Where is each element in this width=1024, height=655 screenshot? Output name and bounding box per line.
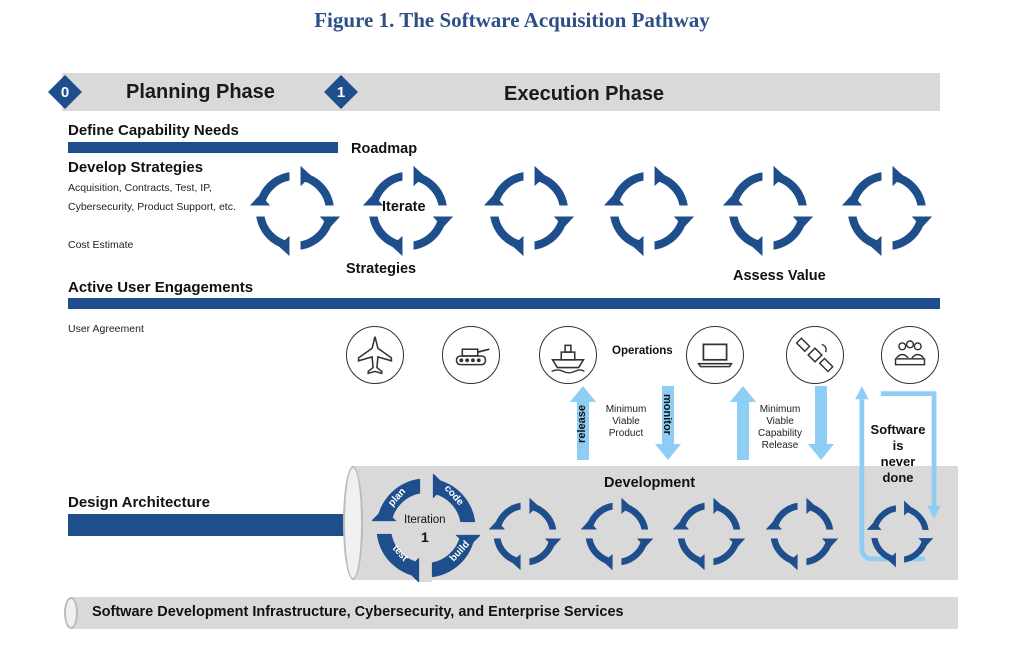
execution-cycle-icon-1	[483, 165, 575, 257]
planning-phase-number: 0	[60, 84, 70, 101]
mvp-label: Minimum Viable Product	[598, 404, 654, 440]
strategies-label: Strategies	[346, 261, 417, 277]
figure-title: Figure 1. The Software Acquisition Pathw…	[314, 8, 710, 32]
iterate-label: Iterate	[382, 199, 426, 215]
dev-cycle-icon-3	[672, 497, 746, 571]
user-agreement-label: User Agreement	[68, 323, 144, 335]
mvcr-down-arrow-icon	[808, 386, 834, 460]
software-never-done-line2: is	[892, 438, 904, 453]
design-architecture-bar	[68, 514, 358, 536]
tank-icon	[442, 326, 500, 384]
roadmap-label: Roadmap	[351, 141, 418, 157]
laptop-icon	[686, 326, 744, 384]
iteration-number: 1	[421, 529, 429, 545]
cost-estimate-label: Cost Estimate	[68, 239, 134, 251]
execution-cycle-icon-2	[603, 165, 695, 257]
infrastructure-pipe-cap	[64, 597, 78, 629]
monitor-down-arrow-icon	[655, 386, 681, 460]
execution-phase-number: 1	[336, 84, 346, 101]
execution-cycle-icon-3	[722, 165, 814, 257]
software-never-done-label: Software is never done	[862, 422, 934, 486]
development-label: Development	[604, 475, 696, 491]
dev-cycle-icon-1	[488, 497, 562, 571]
infrastructure-label: Software Development Infrastructure, Cyb…	[92, 604, 624, 620]
infrastructure-pipe	[72, 597, 958, 629]
software-never-done-line1: Software	[870, 422, 926, 437]
fighter-jet-icon	[346, 326, 404, 384]
execution-cycle-icon-4	[841, 165, 933, 257]
execution-phase-bar	[340, 73, 940, 111]
iteration-label: Iteration	[404, 514, 446, 526]
mvcr-line2: Viable	[766, 416, 794, 427]
assess-value-label: Assess Value	[733, 268, 826, 284]
planning-cycle-icon	[249, 165, 341, 257]
mvp-line3: Product	[608, 428, 644, 439]
monitor-label: monitor	[661, 394, 673, 435]
release-label: release	[576, 405, 588, 443]
software-never-done-line3: never	[880, 454, 916, 469]
iteration-cycle-icon	[372, 474, 480, 582]
execution-phase-title: Execution Phase	[504, 83, 665, 105]
mvcr-line3: Capability	[758, 428, 802, 439]
planning-phase-title: Planning Phase	[126, 81, 275, 103]
mvcr-line1: Minimum	[759, 404, 801, 415]
define-capability-bar	[68, 142, 338, 153]
mvp-line2: Viable	[612, 416, 640, 427]
development-pipe-cap	[343, 466, 363, 580]
mvcr-label: Minimum Viable Capability Release	[752, 404, 808, 452]
operations-label: Operations	[612, 345, 673, 357]
software-never-done-line4: done	[882, 470, 914, 485]
team-meeting-icon	[881, 326, 939, 384]
dev-cycle-icon-5	[866, 500, 934, 568]
dev-cycle-icon-4	[765, 497, 839, 571]
release-up-arrow-icon	[570, 386, 596, 460]
design-architecture-label: Design Architecture	[68, 494, 210, 511]
mvcr-up-arrow-icon	[730, 386, 756, 460]
mvcr-line4: Release	[761, 440, 799, 451]
planning-phase-bar	[62, 73, 340, 111]
develop-strategies-label: Develop Strategies	[68, 159, 204, 176]
satellite-icon	[786, 326, 844, 384]
ship-icon	[539, 326, 597, 384]
dev-cycle-icon-2	[580, 497, 654, 571]
active-user-engagements-bar	[68, 298, 940, 309]
software-never-done-loop-icon	[855, 386, 941, 562]
mvp-line1: Minimum	[605, 404, 647, 415]
define-capability-label: Define Capability Needs	[68, 122, 239, 139]
active-user-engagements-label: Active User Engagements	[68, 279, 254, 296]
strategies-detail-line1: Acquisition, Contracts, Test, IP,	[68, 182, 212, 194]
strategies-detail-line2: Cybersecurity, Product Support, etc.	[68, 201, 236, 213]
